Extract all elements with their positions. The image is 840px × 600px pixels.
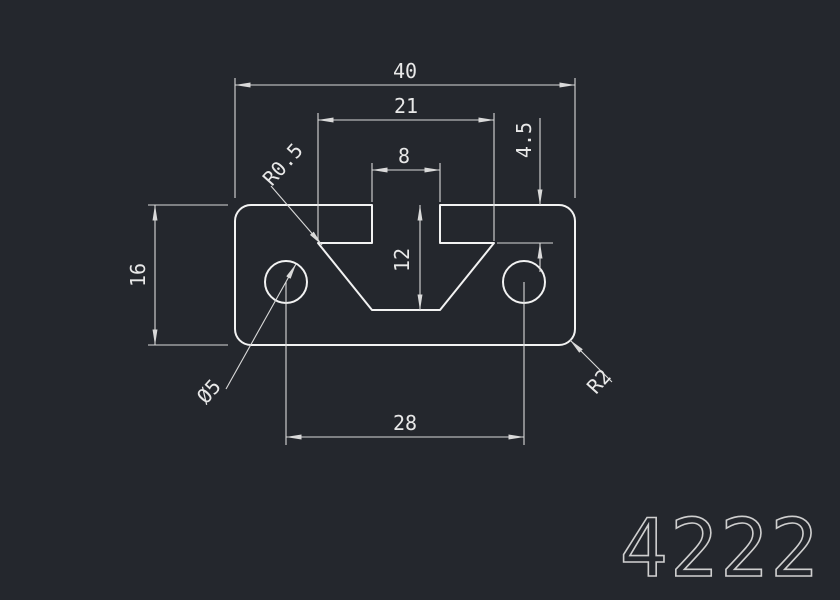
- dim-slot-throat-width: 8: [371, 144, 441, 202]
- leader-lip-fillet-radius: R0.5: [258, 138, 323, 246]
- dim-slot-lip-depth: 4.5: [497, 118, 553, 272]
- dim-slot-opening-width-text: 21: [394, 94, 418, 118]
- dim-hole-center-distance-text: 28: [393, 411, 417, 435]
- leader-line: [270, 185, 323, 246]
- profile-outline: [234, 204, 576, 346]
- leader-line: [225, 263, 297, 390]
- leader-lip-fillet-radius-text: R0.5: [258, 138, 308, 190]
- part-number-text: 4222: [620, 502, 821, 595]
- leader-line: [569, 339, 613, 383]
- dim-slot-opening-width: 21: [317, 94, 495, 241]
- leader-hole-diameter: Ø5: [192, 263, 297, 408]
- leader-hole-diameter-text: Ø5: [192, 374, 226, 408]
- dim-overall-height: 16: [126, 204, 228, 346]
- leader-corner-fillet-radius-text: R2: [582, 364, 616, 398]
- dim-slot-lip-depth-text: 4.5: [512, 122, 536, 158]
- dim-slot-depth: 12: [390, 204, 423, 311]
- dim-slot-depth-text: 12: [390, 248, 414, 272]
- dim-overall-width: 40: [234, 59, 576, 198]
- dim-overall-width-text: 40: [393, 59, 417, 83]
- dim-hole-center-distance: 28: [285, 282, 525, 445]
- dim-overall-height-text: 16: [126, 263, 150, 287]
- dim-slot-throat-width-text: 8: [398, 144, 410, 168]
- leader-corner-fillet-radius: R2: [569, 339, 616, 398]
